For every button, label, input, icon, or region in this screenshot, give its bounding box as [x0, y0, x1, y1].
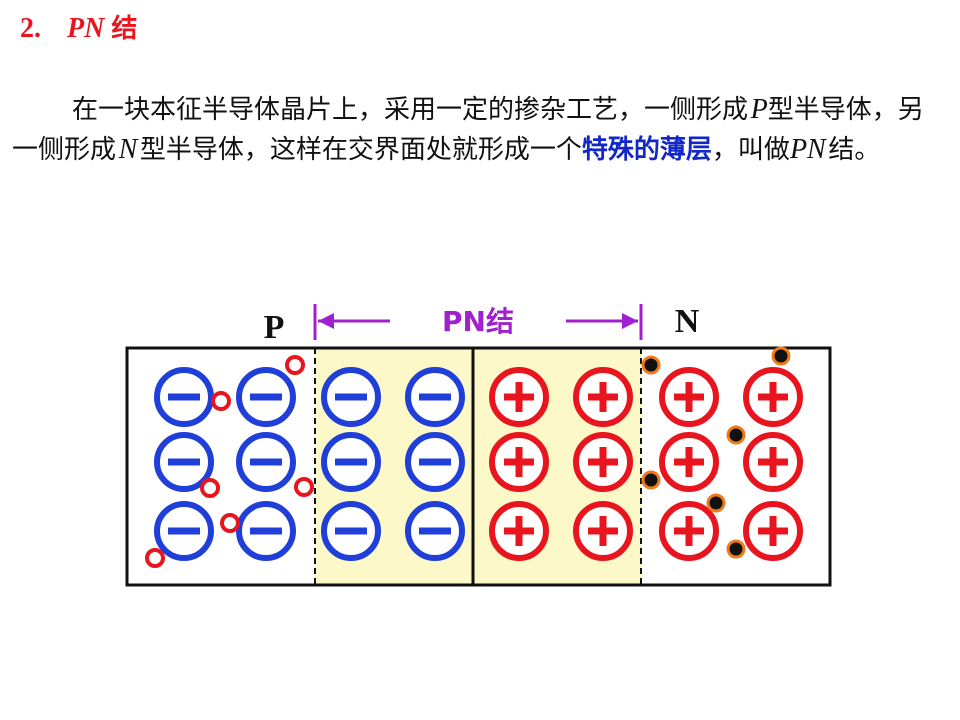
label-pn-junction: PN结 — [442, 305, 514, 338]
free-electron — [726, 539, 746, 559]
free-electron — [726, 425, 746, 445]
para-text-5: 结。 — [828, 135, 881, 165]
hole — [200, 478, 220, 498]
junction-width-arrow — [313, 304, 643, 340]
plus-sign-v — [685, 382, 693, 412]
negative-ion — [236, 367, 296, 427]
para-text-1: 在一块本征半导体晶片上，采用一定的掺杂工艺，一侧形成 — [72, 95, 749, 125]
positive-ion — [659, 367, 719, 427]
minus-sign — [250, 393, 282, 401]
minus-sign — [335, 527, 367, 535]
para-text-3: 型半导体，这样在交界面处就形成一个 — [139, 135, 582, 165]
negative-ion — [154, 432, 214, 492]
plus-sign-v — [599, 516, 607, 546]
positive-ion — [489, 501, 549, 561]
para-text-4: ，叫做 — [711, 135, 790, 165]
minus-sign — [168, 393, 200, 401]
minus-sign — [419, 458, 451, 466]
negative-ion — [236, 501, 296, 561]
negative-ion — [405, 367, 465, 427]
plus-sign-v — [685, 516, 693, 546]
minus-sign — [168, 458, 200, 466]
slide-title: 2. PN 结 — [20, 8, 137, 45]
hole — [145, 548, 165, 568]
free-electron — [641, 470, 661, 490]
positive-ion — [743, 501, 803, 561]
negative-ion — [154, 367, 214, 427]
negative-ion — [321, 367, 381, 427]
section-number: 2. — [20, 13, 41, 44]
positive-ion — [573, 367, 633, 427]
positive-ion — [659, 501, 719, 561]
free-electron — [771, 346, 791, 366]
arrow-right-head — [622, 313, 638, 329]
plus-sign-v — [599, 382, 607, 412]
plus-sign-v — [515, 447, 523, 477]
label-p-region: P — [264, 309, 285, 346]
negative-ion — [154, 501, 214, 561]
minus-sign — [168, 527, 200, 535]
plus-sign-v — [515, 516, 523, 546]
para-pn-letters: PN — [789, 134, 826, 165]
minus-sign — [419, 527, 451, 535]
positive-ion — [489, 367, 549, 427]
positive-ion — [573, 432, 633, 492]
plus-sign-v — [769, 382, 777, 412]
carriers — [145, 346, 791, 568]
free-electron — [706, 493, 726, 513]
hole — [294, 477, 314, 497]
para-p-letter: P — [750, 94, 768, 125]
title-pn: PN — [67, 13, 105, 44]
para-text-2: 型半导体，另一侧形成 — [12, 95, 924, 165]
negative-ion — [236, 432, 296, 492]
free-electron — [641, 355, 661, 375]
plus-sign-v — [769, 516, 777, 546]
plus-sign-v — [685, 447, 693, 477]
plus-sign-v — [515, 382, 523, 412]
positive-ion — [743, 432, 803, 492]
hole — [211, 391, 231, 411]
description-paragraph: 在一块本征半导体晶片上，采用一定的掺杂工艺，一侧形成 P型半导体，另一侧形成 N… — [12, 90, 948, 170]
arrow-left-head — [318, 313, 334, 329]
minus-sign — [335, 393, 367, 401]
title-tail: 结 — [111, 14, 138, 44]
para-n-letter: N — [118, 134, 138, 165]
positive-ion — [659, 432, 719, 492]
negative-ion — [321, 501, 381, 561]
minus-sign — [250, 527, 282, 535]
ion-grid — [154, 367, 803, 561]
negative-ion — [321, 432, 381, 492]
semiconductor-block — [125, 346, 832, 587]
minus-sign — [335, 458, 367, 466]
negative-ion — [405, 501, 465, 561]
positive-ion — [573, 501, 633, 561]
plus-sign-v — [599, 447, 607, 477]
hole — [285, 355, 305, 375]
hole — [220, 513, 240, 533]
plus-sign-v — [769, 447, 777, 477]
minus-sign — [419, 393, 451, 401]
negative-ion — [405, 432, 465, 492]
positive-ion — [743, 367, 803, 427]
label-n-region: N — [675, 303, 700, 340]
para-highlight: 特殊的薄层 — [581, 135, 712, 165]
positive-ion — [489, 432, 549, 492]
minus-sign — [250, 458, 282, 466]
